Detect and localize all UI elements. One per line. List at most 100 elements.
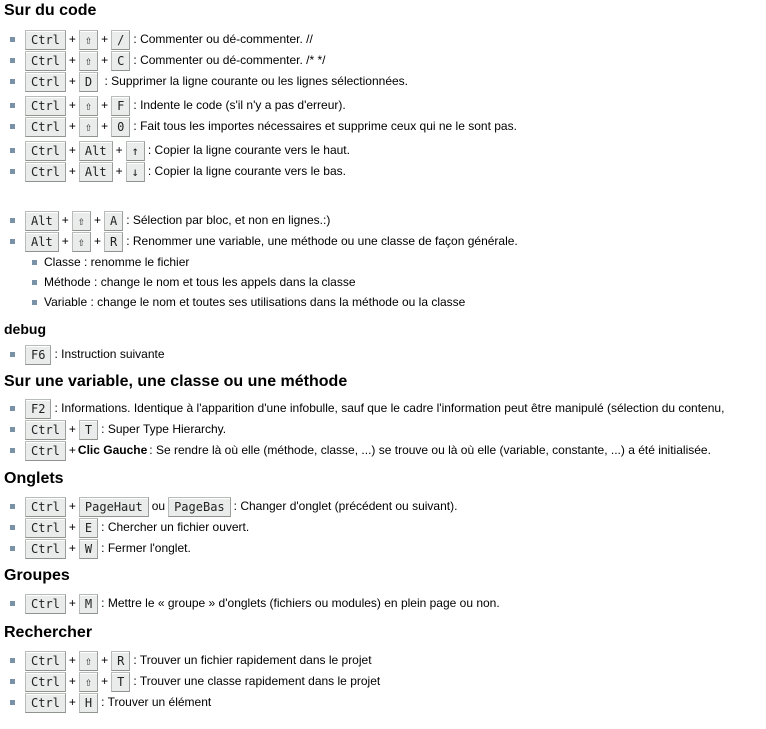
list-item: Ctrl+T: Super Type Hierarchy. <box>4 419 766 440</box>
key-f2: F2 <box>25 398 52 419</box>
plus-sign: + <box>68 119 76 133</box>
shortcut-description: : Indente le code (s'il n'y a pas d'erre… <box>133 98 346 112</box>
plus-sign: + <box>101 119 109 133</box>
key-w: W <box>78 538 99 559</box>
shortcut-description: : Fermer l'onglet. <box>101 541 191 555</box>
key-slash: / <box>111 29 131 50</box>
plus-sign: + <box>68 695 76 709</box>
plus-sign: + <box>68 596 76 610</box>
key-f6: F6 <box>25 344 52 365</box>
plus-sign: + <box>68 164 76 178</box>
key-a: A <box>103 210 124 231</box>
key-ctrl: Ctrl <box>25 692 66 713</box>
key-arrow-up: ↑ <box>125 140 145 161</box>
plus-sign: + <box>68 422 76 436</box>
plus-sign: + <box>68 74 76 88</box>
plus-sign: + <box>101 674 109 688</box>
plus-sign: + <box>68 143 76 157</box>
key-ctrl: Ctrl <box>25 116 66 137</box>
key-c: C <box>111 50 131 71</box>
list-item: Ctrl+⇧+T: Trouver une classe rapidement … <box>4 671 766 692</box>
shortcuts-page: Sur du code Ctrl+⇧+/: Commenter ou dé-co… <box>4 0 766 713</box>
section-title-rechercher: Rechercher <box>4 624 93 641</box>
list-item: Ctrl+⇧+R: Trouver un fichier rapidement … <box>4 650 766 671</box>
shortcut-description: : Commenter ou dé-commenter. // <box>133 32 313 46</box>
key-ctrl: Ctrl <box>25 593 66 614</box>
list-item: F6: Instruction suivante <box>4 344 766 365</box>
shortcut-description: : Renommer une variable, une méthode ou … <box>126 234 518 248</box>
mouse-action-label: Clic Gauche <box>77 443 148 457</box>
plus-sign: + <box>115 143 123 157</box>
plus-sign: + <box>115 164 123 178</box>
key-t: T <box>111 671 131 692</box>
key-alt: Alt <box>25 231 59 252</box>
key-shift: ⇧ <box>78 116 99 137</box>
key-alt: Alt <box>78 161 113 182</box>
list-item: Ctrl+⇧+/: Commenter ou dé-commenter. // <box>4 29 766 50</box>
list-item: Ctrl+Clic Gauche: Se rendre là où elle (… <box>4 440 766 461</box>
shortcut-description: : Se rendre là où elle (méthode, classe,… <box>149 443 711 457</box>
section-title-debug: debug <box>4 321 46 337</box>
shortcut-description: : Chercher un fichier ouvert. <box>101 520 250 534</box>
shortcut-list-groupes: Ctrl+M: Mettre le « groupe » d'onglets (… <box>4 593 766 614</box>
sub-list-item: Classe : renomme le fichier <box>4 252 766 272</box>
shortcut-list-debug: F6: Instruction suivante <box>4 344 766 365</box>
section-title-variable: Sur une variable, une classe ou une méth… <box>4 373 348 390</box>
key-f: F <box>111 95 131 116</box>
list-item: Ctrl+Alt+↑: Copier la ligne courante ver… <box>4 140 766 161</box>
plus-sign: + <box>68 520 76 534</box>
key-e: E <box>78 517 99 538</box>
key-ctrl: Ctrl <box>25 161 66 182</box>
plus-sign: + <box>61 213 69 227</box>
shortcut-description: : Informations. Identique à l'apparition… <box>54 401 725 415</box>
list-item: Ctrl+E: Chercher un fichier ouvert. <box>4 517 766 538</box>
shortcut-list-rechercher: Ctrl+⇧+R: Trouver un fichier rapidement … <box>4 650 766 713</box>
shortcut-description: : Mettre le « groupe » d'onglets (fichie… <box>101 596 500 610</box>
key-shift: ⇧ <box>78 50 99 71</box>
key-r: R <box>111 650 131 671</box>
key-shift: ⇧ <box>78 650 99 671</box>
key-ctrl: Ctrl <box>25 95 66 116</box>
shortcut-description: : Copier la ligne courante vers le haut. <box>147 143 350 157</box>
list-item: Alt+⇧+R: Renommer une variable, une méth… <box>4 231 766 252</box>
plus-sign: + <box>68 443 76 457</box>
key-ctrl: Ctrl <box>25 29 66 50</box>
plus-sign: + <box>68 541 76 555</box>
list-item: Ctrl+W: Fermer l'onglet. <box>4 538 766 559</box>
key-ctrl: Ctrl <box>25 440 66 461</box>
plus-sign: + <box>68 674 76 688</box>
shortcut-list-code: Ctrl+⇧+/: Commenter ou dé-commenter. // … <box>4 29 766 312</box>
key-arrow-down: ↓ <box>125 161 145 182</box>
key-r: R <box>103 231 124 252</box>
key-shift: ⇧ <box>78 95 99 116</box>
key-ctrl: Ctrl <box>25 650 66 671</box>
plus-sign: + <box>101 98 109 112</box>
key-ctrl: Ctrl <box>25 671 66 692</box>
key-ctrl: Ctrl <box>25 140 66 161</box>
list-item: Ctrl+Alt+↓: Copier la ligne courante ver… <box>4 161 766 182</box>
shortcut-description: : Trouver une classe rapidement dans le … <box>133 674 381 688</box>
list-item: Ctrl+⇧+C: Commenter ou dé-commenter. /* … <box>4 50 766 71</box>
shortcut-description: : Trouver un fichier rapidement dans le … <box>133 653 372 667</box>
list-item: Ctrl+⇧+F: Indente le code (s'il n'y a pa… <box>4 95 766 116</box>
shortcut-description: : Super Type Hierarchy. <box>101 422 227 436</box>
shortcut-description: : Instruction suivante <box>54 347 165 361</box>
key-ctrl: Ctrl <box>25 538 66 559</box>
list-item: Ctrl+D : Supprimer la ligne courante ou … <box>4 71 766 92</box>
key-m: M <box>78 593 99 614</box>
section-title-groupes: Groupes <box>4 567 70 584</box>
key-ctrl: Ctrl <box>25 496 66 517</box>
key-zero: 0 <box>111 116 131 137</box>
key-shift: ⇧ <box>71 210 91 231</box>
sub-list-item: Variable : change le nom et toutes ses u… <box>4 292 766 312</box>
plus-sign: + <box>68 53 76 67</box>
plus-sign: + <box>93 213 101 227</box>
section-title-onglets: Onglets <box>4 470 64 487</box>
key-ctrl: Ctrl <box>25 50 66 71</box>
list-item: Ctrl+M: Mettre le « groupe » d'onglets (… <box>4 593 766 614</box>
key-pagebas: PageBas <box>168 496 231 517</box>
shortcut-description: : Changer d'onglet (précédent ou suivant… <box>233 499 458 513</box>
key-d: D <box>78 71 99 92</box>
section-title-code: Sur du code <box>4 2 97 19</box>
